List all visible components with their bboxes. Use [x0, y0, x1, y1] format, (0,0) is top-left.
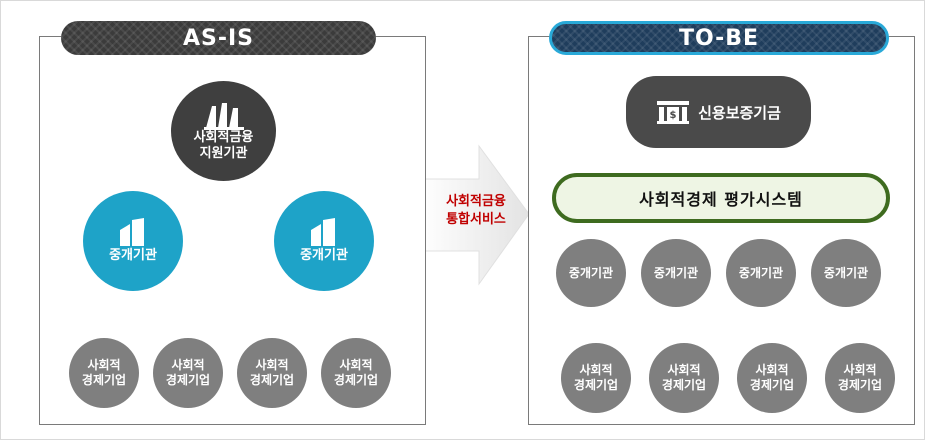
building-icon — [120, 217, 144, 246]
integrated-service-label: 사회적금융 통합서비스 — [426, 193, 526, 228]
svg-text:$: $ — [670, 110, 677, 121]
as-is-title-text: AS-IS — [182, 25, 255, 51]
enterprise-line2: 경제기업 — [249, 373, 295, 387]
intermediary-node-1: 중개기관 — [83, 191, 183, 291]
enterprise-line1: 사회적 — [87, 358, 121, 372]
intermediary-node-2: 중개기관 — [274, 191, 374, 291]
support-agency-line1: 사회적금융 — [193, 129, 254, 145]
enterprise-line2: 경제기업 — [573, 378, 619, 392]
enterprise-line2: 경제기업 — [165, 373, 211, 387]
enterprise-line1: 사회적 — [755, 363, 789, 377]
buildings-icon — [203, 102, 244, 130]
enterprise-node-1: 사회적 경제기업 — [69, 338, 139, 408]
tobe-enterprise-node-4: 사회적 경제기업 — [825, 343, 895, 413]
tobe-enterprise-node-1: 사회적 경제기업 — [561, 343, 631, 413]
tobe-intermediary-node-2: 중개기관 — [641, 239, 711, 307]
to-be-title: TO-BE — [549, 21, 889, 55]
enterprise-line1: 사회적 — [843, 363, 877, 377]
enterprise-line1: 사회적 — [339, 358, 373, 372]
tobe-intermediary-node-3: 중개기관 — [726, 239, 796, 307]
enterprise-node-4: 사회적 경제기업 — [321, 338, 391, 408]
support-agency-line2: 지원기관 — [199, 146, 248, 161]
as-is-title: AS-IS — [61, 21, 376, 55]
enterprise-line1: 사회적 — [255, 358, 289, 372]
enterprise-node-3: 사회적 경제기업 — [237, 338, 307, 408]
support-agency-node: 사회적금융 지원기관 — [171, 81, 276, 181]
credit-guarantee-fund-label: 신용보증기금 — [698, 103, 781, 122]
intermediary-label: 중개기관 — [653, 265, 699, 280]
intermediary-label: 중개기관 — [568, 265, 614, 280]
enterprise-line2: 경제기업 — [333, 373, 379, 387]
enterprise-node-2: 사회적 경제기업 — [153, 338, 223, 408]
enterprise-line1: 사회적 — [171, 358, 205, 372]
evaluation-system-node: 사회적경제 평가시스템 — [552, 173, 890, 223]
intermediary-label: 중개기관 — [300, 247, 348, 263]
evaluation-system-label: 사회적경제 평가시스템 — [639, 190, 803, 209]
tobe-intermediary-node-1: 중개기관 — [556, 239, 626, 307]
integrated-service-line2: 통합서비스 — [446, 211, 506, 227]
tobe-enterprise-node-2: 사회적 경제기업 — [649, 343, 719, 413]
intermediary-label: 중개기관 — [738, 265, 784, 280]
enterprise-line2: 경제기업 — [81, 373, 127, 387]
building-icon — [311, 217, 335, 246]
tobe-intermediary-node-4: 중개기관 — [811, 239, 881, 307]
enterprise-line1: 사회적 — [579, 363, 613, 377]
intermediary-label: 중개기관 — [109, 247, 157, 263]
enterprise-line2: 경제기업 — [837, 378, 883, 392]
enterprise-line2: 경제기업 — [749, 378, 795, 392]
credit-guarantee-fund-node: $ 신용보증기금 — [626, 76, 811, 148]
tobe-enterprise-node-3: 사회적 경제기업 — [737, 343, 807, 413]
to-be-title-text: TO-BE — [678, 25, 760, 51]
integrated-service-line1: 사회적금융 — [446, 194, 506, 209]
intermediary-label: 중개기관 — [823, 265, 869, 280]
bank-icon: $ — [657, 101, 690, 124]
enterprise-line2: 경제기업 — [661, 378, 707, 392]
arrow-right-icon — [418, 144, 530, 286]
enterprise-line1: 사회적 — [667, 363, 701, 377]
